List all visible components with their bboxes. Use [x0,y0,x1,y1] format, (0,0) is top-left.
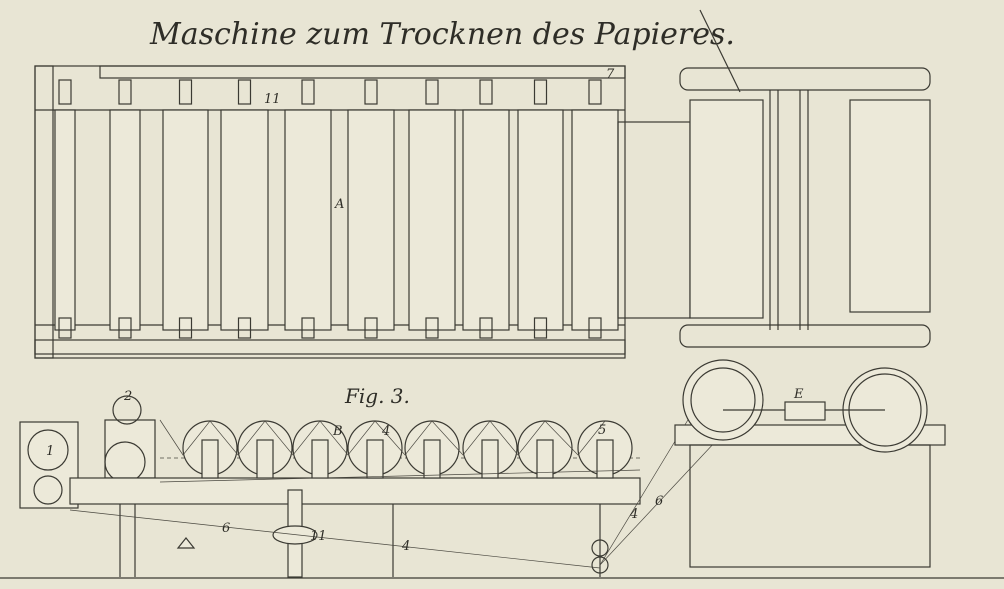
top-shaft [99,65,626,79]
reel-cylinder [849,99,931,313]
plan-roller [54,109,76,331]
label-6b: 6 [655,494,663,509]
roller-stand [201,439,219,479]
weight [176,537,196,549]
roller-stand [423,439,441,479]
plan-left-rail [34,65,54,359]
pulley-11 [272,525,318,545]
label-11-top: 11 [264,92,281,107]
roller-bearing [588,317,602,339]
label-5: 5 [598,423,606,438]
label-4c: 4 [629,507,638,522]
roller-bearing [479,79,493,105]
paper-web [617,121,691,319]
plan-roller [109,109,141,331]
bottom-shaft [34,339,626,355]
roller-stand [366,439,384,479]
roller-bearing [178,79,193,105]
large-drying-cylinder [689,99,764,319]
roller-stand [256,439,274,479]
roller-bearing [588,79,602,105]
label-4b: 4 [401,539,410,554]
roller-bearing [118,79,132,105]
steam-engine [104,419,156,479]
roller-bearing [237,317,252,339]
roller-bearing [58,317,72,339]
figure-label: Fig. 3. [344,384,410,408]
paper-path [159,419,606,456]
roller-bearing [533,317,548,339]
plan-roller [162,109,209,331]
roller-bearing [533,79,548,105]
roller-bearing [237,79,252,105]
press-box [19,421,79,509]
roller-bearing [364,317,378,339]
plan-roller [517,109,564,331]
roller-stand [596,439,614,479]
upper-crossbeam [679,67,931,91]
label-1: 1 [46,444,54,459]
roller-bearing [364,79,378,105]
roller-bearing [425,317,439,339]
label-4a: 4 [381,424,390,439]
label-a: A [334,197,344,212]
roller-stand [311,439,329,479]
roller-stand [481,439,499,479]
label-2: 2 [123,389,132,404]
roller-bearing [425,79,439,105]
roller-bearing [58,79,72,105]
roller-bearing [301,79,315,105]
roller-bearing [178,317,193,339]
label-11-bottom: 11 [310,529,327,544]
roller-bearing [479,317,493,339]
elevation-view: Fig. 3. 1 2 B 4 5 6 11 4 4 6 [0,359,1004,579]
drive-wheel [682,359,764,441]
right-stand [689,444,931,568]
plan-roller [462,109,510,331]
plate-title: Maschine zum Trocknen des Papieres. [149,17,735,52]
plan-roller [284,109,332,331]
plan-roller [408,109,456,331]
roller-bearing [301,317,315,339]
lower-crossbeam [679,324,931,348]
roller-bearing [118,317,132,339]
label-7: 7 [606,67,615,82]
label-e: E [793,387,804,402]
plan-roller [571,109,619,331]
plan-view: A 7 11 [34,9,931,359]
table-beam [69,477,641,505]
label-6a: 6 [222,521,230,536]
plan-roller [347,109,395,331]
plan-roller [220,109,269,331]
label-b: B [332,424,343,439]
roller-stand [536,439,554,479]
